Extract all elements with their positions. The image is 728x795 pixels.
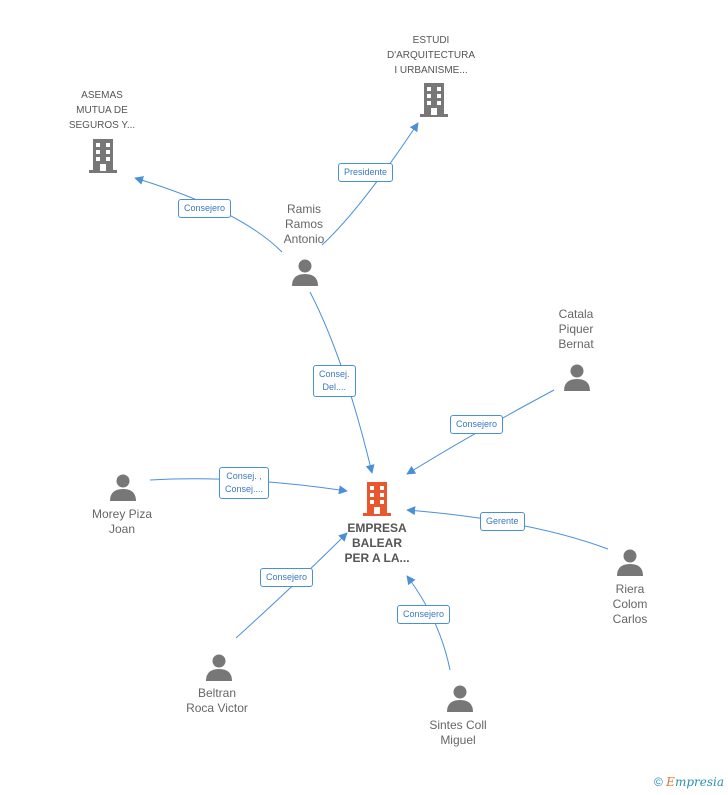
beltran-label: Beltran Roca Victor: [186, 686, 248, 715]
asemas-label: ASEMAS MUTUA DE SEGUROS Y...: [68, 90, 136, 131]
person-icon[interactable]: [446, 684, 474, 712]
empresa-label: EMPRESA BALEAR PER A LA...: [344, 521, 410, 565]
riera-label: Riera Colom Carlos: [612, 582, 648, 626]
person-icon[interactable]: [291, 258, 319, 286]
edge-label-morey-empresa[interactable]: Consej. , Consej....: [219, 467, 270, 499]
estudi-label: ESTUDI D'ARQUITECTURA I URBANISME...: [386, 35, 476, 76]
edge-label-sintes-empresa[interactable]: Consejero: [397, 605, 451, 624]
edge-label-ramis-empresa[interactable]: Consej. Del....: [313, 365, 356, 397]
person-icon[interactable]: [563, 363, 591, 391]
sintes-label: Sintes Coll Miguel: [429, 718, 487, 747]
footer-brand[interactable]: © Empresia: [654, 775, 724, 789]
catala-label: Catala Piquer Bernat: [558, 307, 594, 351]
building-icon[interactable]: [418, 82, 450, 118]
building-icon[interactable]: [361, 481, 393, 517]
edge-label-ramis-asemas[interactable]: Consejero: [178, 199, 232, 218]
person-icon[interactable]: [109, 473, 137, 501]
morey-label: Morey Piza Joan: [91, 507, 153, 536]
edge-label-ramis-estudi[interactable]: Presidente: [338, 163, 394, 182]
brand-name: mpresia: [674, 775, 724, 789]
building-icon[interactable]: [87, 138, 119, 174]
edge-label-catala-empresa[interactable]: Consejero: [450, 415, 504, 434]
brand-initial: E: [666, 775, 675, 789]
person-icon[interactable]: [616, 548, 644, 576]
copyright-icon: ©: [653, 775, 663, 789]
person-icon[interactable]: [205, 653, 233, 681]
edge-label-beltran-empresa[interactable]: Consejero: [260, 568, 314, 587]
edge-label-riera-empresa[interactable]: Gerente: [480, 512, 525, 531]
edge-ramis-estudi: [321, 122, 419, 246]
ramis-label: Ramis Ramos Antonio: [283, 202, 325, 246]
